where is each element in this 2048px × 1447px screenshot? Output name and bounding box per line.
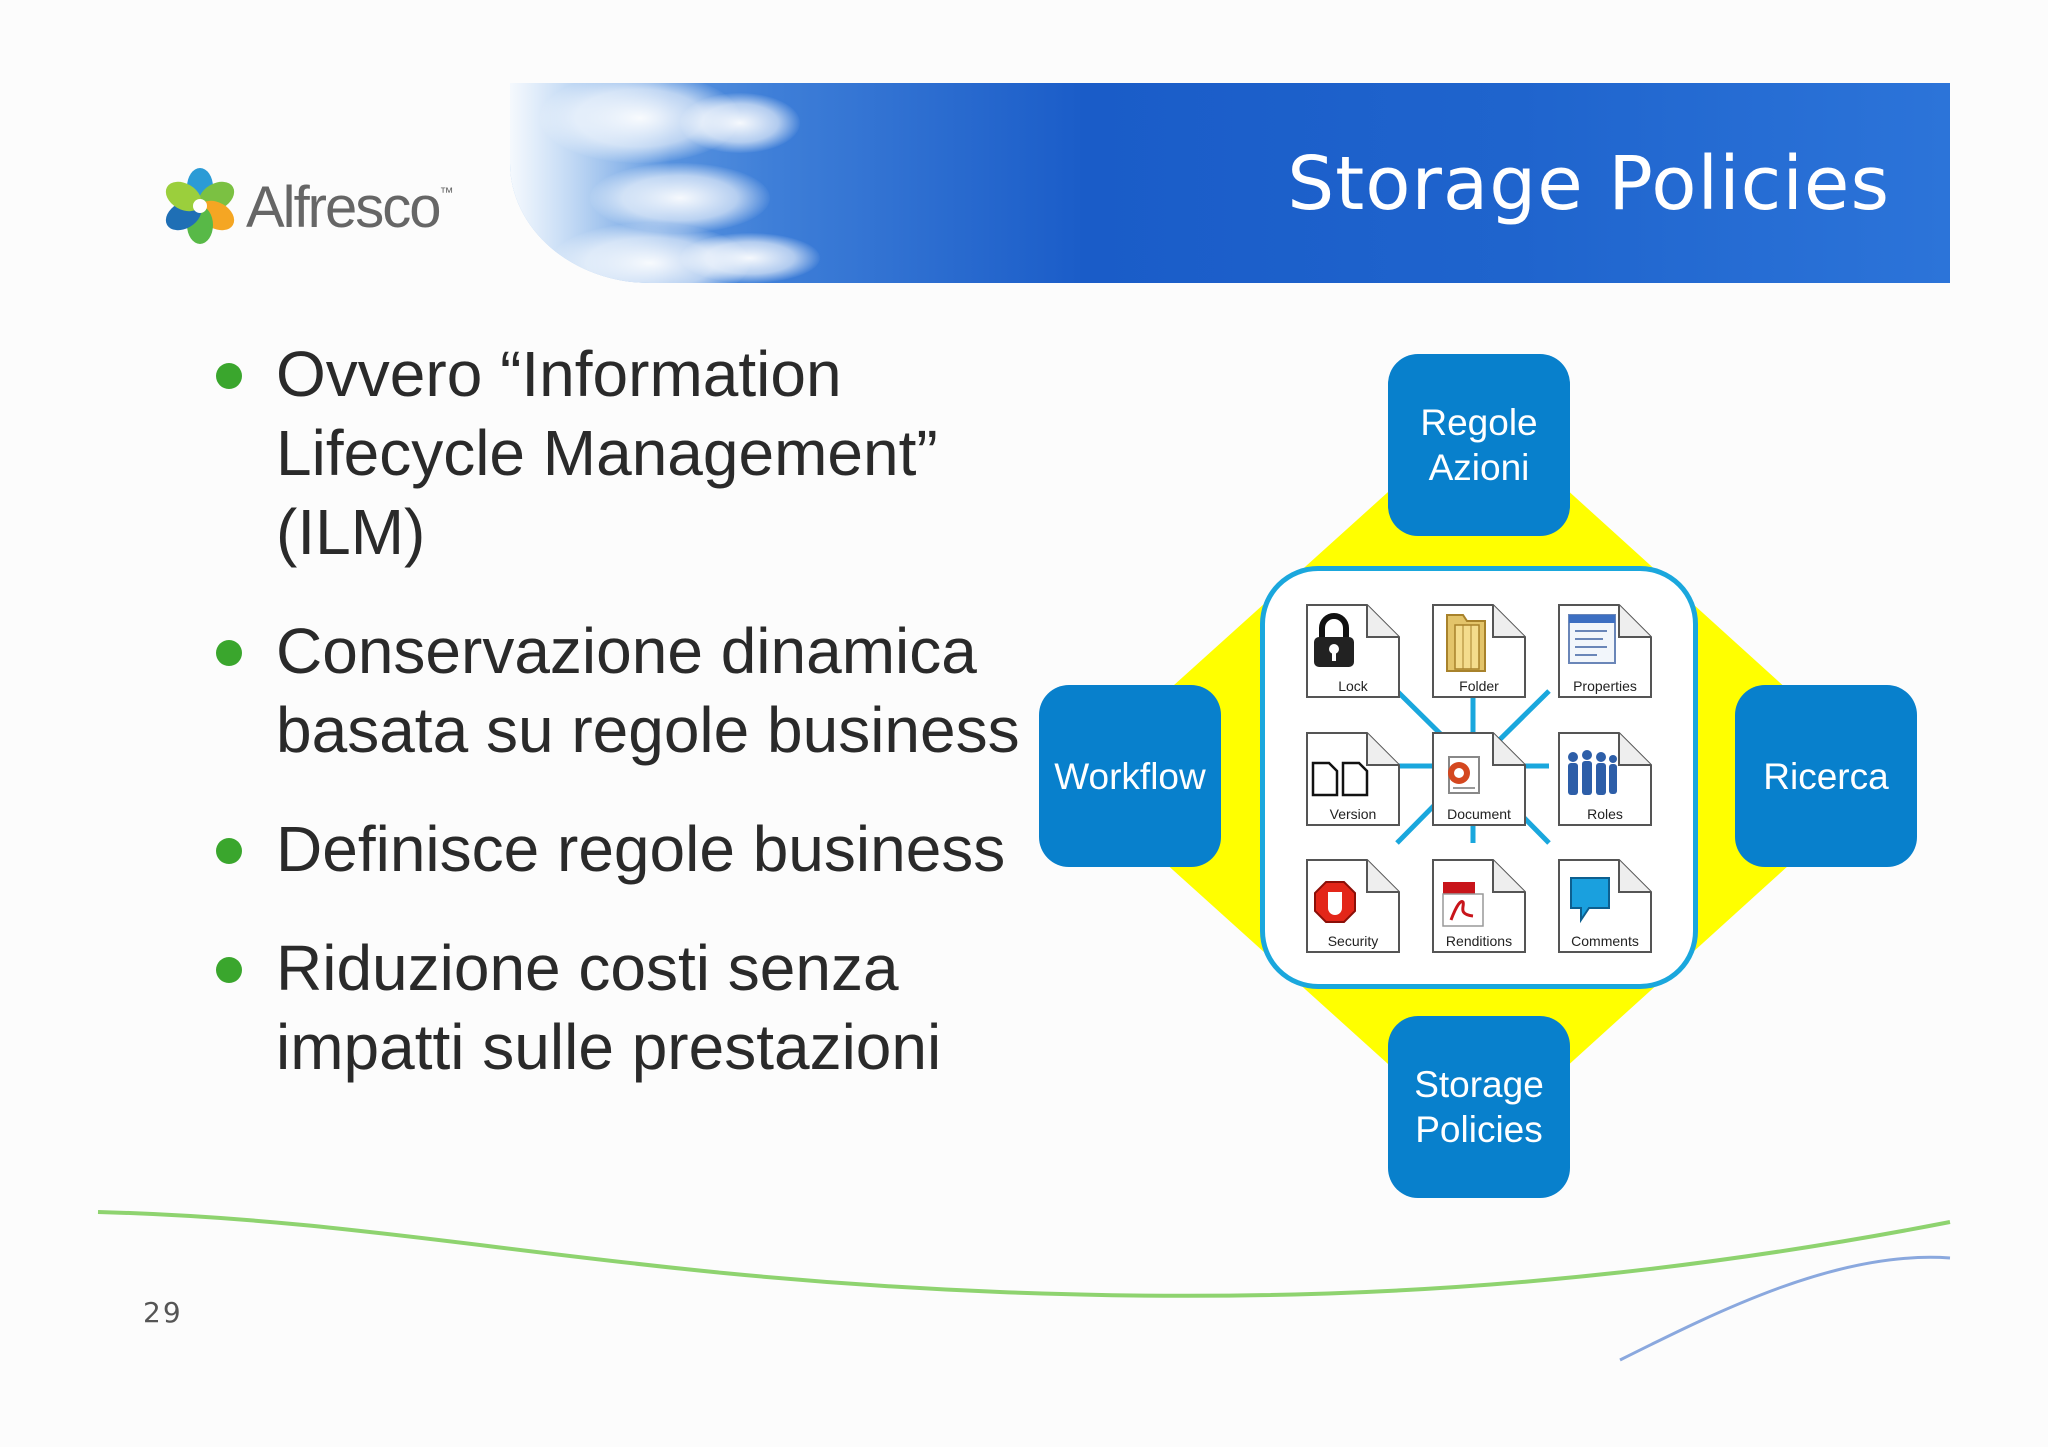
- box-storage-policies: Storage Policies: [1388, 1016, 1570, 1198]
- doc-comments: Comments: [1557, 858, 1653, 954]
- page-title: Storage Policies: [1287, 141, 1890, 227]
- bullet-dot-icon: [216, 957, 242, 983]
- alfresco-logo: Alfresco™: [158, 164, 468, 244]
- roles-icon: [1568, 750, 1617, 795]
- bullet-item: Ovvero “Information Lifecycle Management…: [210, 335, 1030, 572]
- alfresco-flower-icon: [165, 168, 235, 244]
- header-banner: Storage Policies: [510, 83, 1950, 283]
- ilm-diagram: Regole Azioni Workflow Ricerca Storage P…: [1035, 350, 1920, 1200]
- doc-security: Security: [1305, 858, 1401, 954]
- doc-lock: Lock: [1305, 603, 1401, 699]
- document-icon: [1448, 756, 1480, 794]
- footer-swoosh: [97, 1210, 1951, 1362]
- security-icon: [1314, 881, 1356, 923]
- page-number: 29: [143, 1296, 183, 1329]
- bullet-dot-icon: [216, 363, 242, 389]
- box-ricerca: Ricerca: [1735, 685, 1917, 867]
- bullet-item: Riduzione costi senza impatti sulle pres…: [210, 929, 1030, 1087]
- version-icon: [1311, 761, 1369, 797]
- properties-icon: [1568, 614, 1616, 664]
- pdf-icon: [1442, 882, 1484, 927]
- bullet-dot-icon: [216, 838, 242, 864]
- repository-card: Lock Folder Properties Version D: [1260, 566, 1698, 989]
- box-regole-azioni: Regole Azioni: [1388, 354, 1570, 536]
- folder-icon: [1446, 614, 1486, 672]
- doc-version: Version: [1305, 731, 1401, 827]
- bullet-item: Conservazione dinamica basata su regole …: [210, 612, 1030, 770]
- bullet-dot-icon: [216, 640, 242, 666]
- box-workflow: Workflow: [1039, 685, 1221, 867]
- comments-icon: [1570, 877, 1610, 924]
- doc-folder: Folder: [1431, 603, 1527, 699]
- logo-wordmark: Alfresco™: [246, 175, 454, 240]
- doc-renditions: Renditions: [1431, 858, 1527, 954]
- bullet-list: Ovvero “Information Lifecycle Management…: [210, 335, 1030, 1127]
- lock-icon: [1314, 613, 1354, 667]
- doc-document: Document: [1431, 731, 1527, 827]
- bullet-item: Definisce regole business: [210, 810, 1030, 889]
- doc-roles: Roles: [1557, 731, 1653, 827]
- doc-properties: Properties: [1557, 603, 1653, 699]
